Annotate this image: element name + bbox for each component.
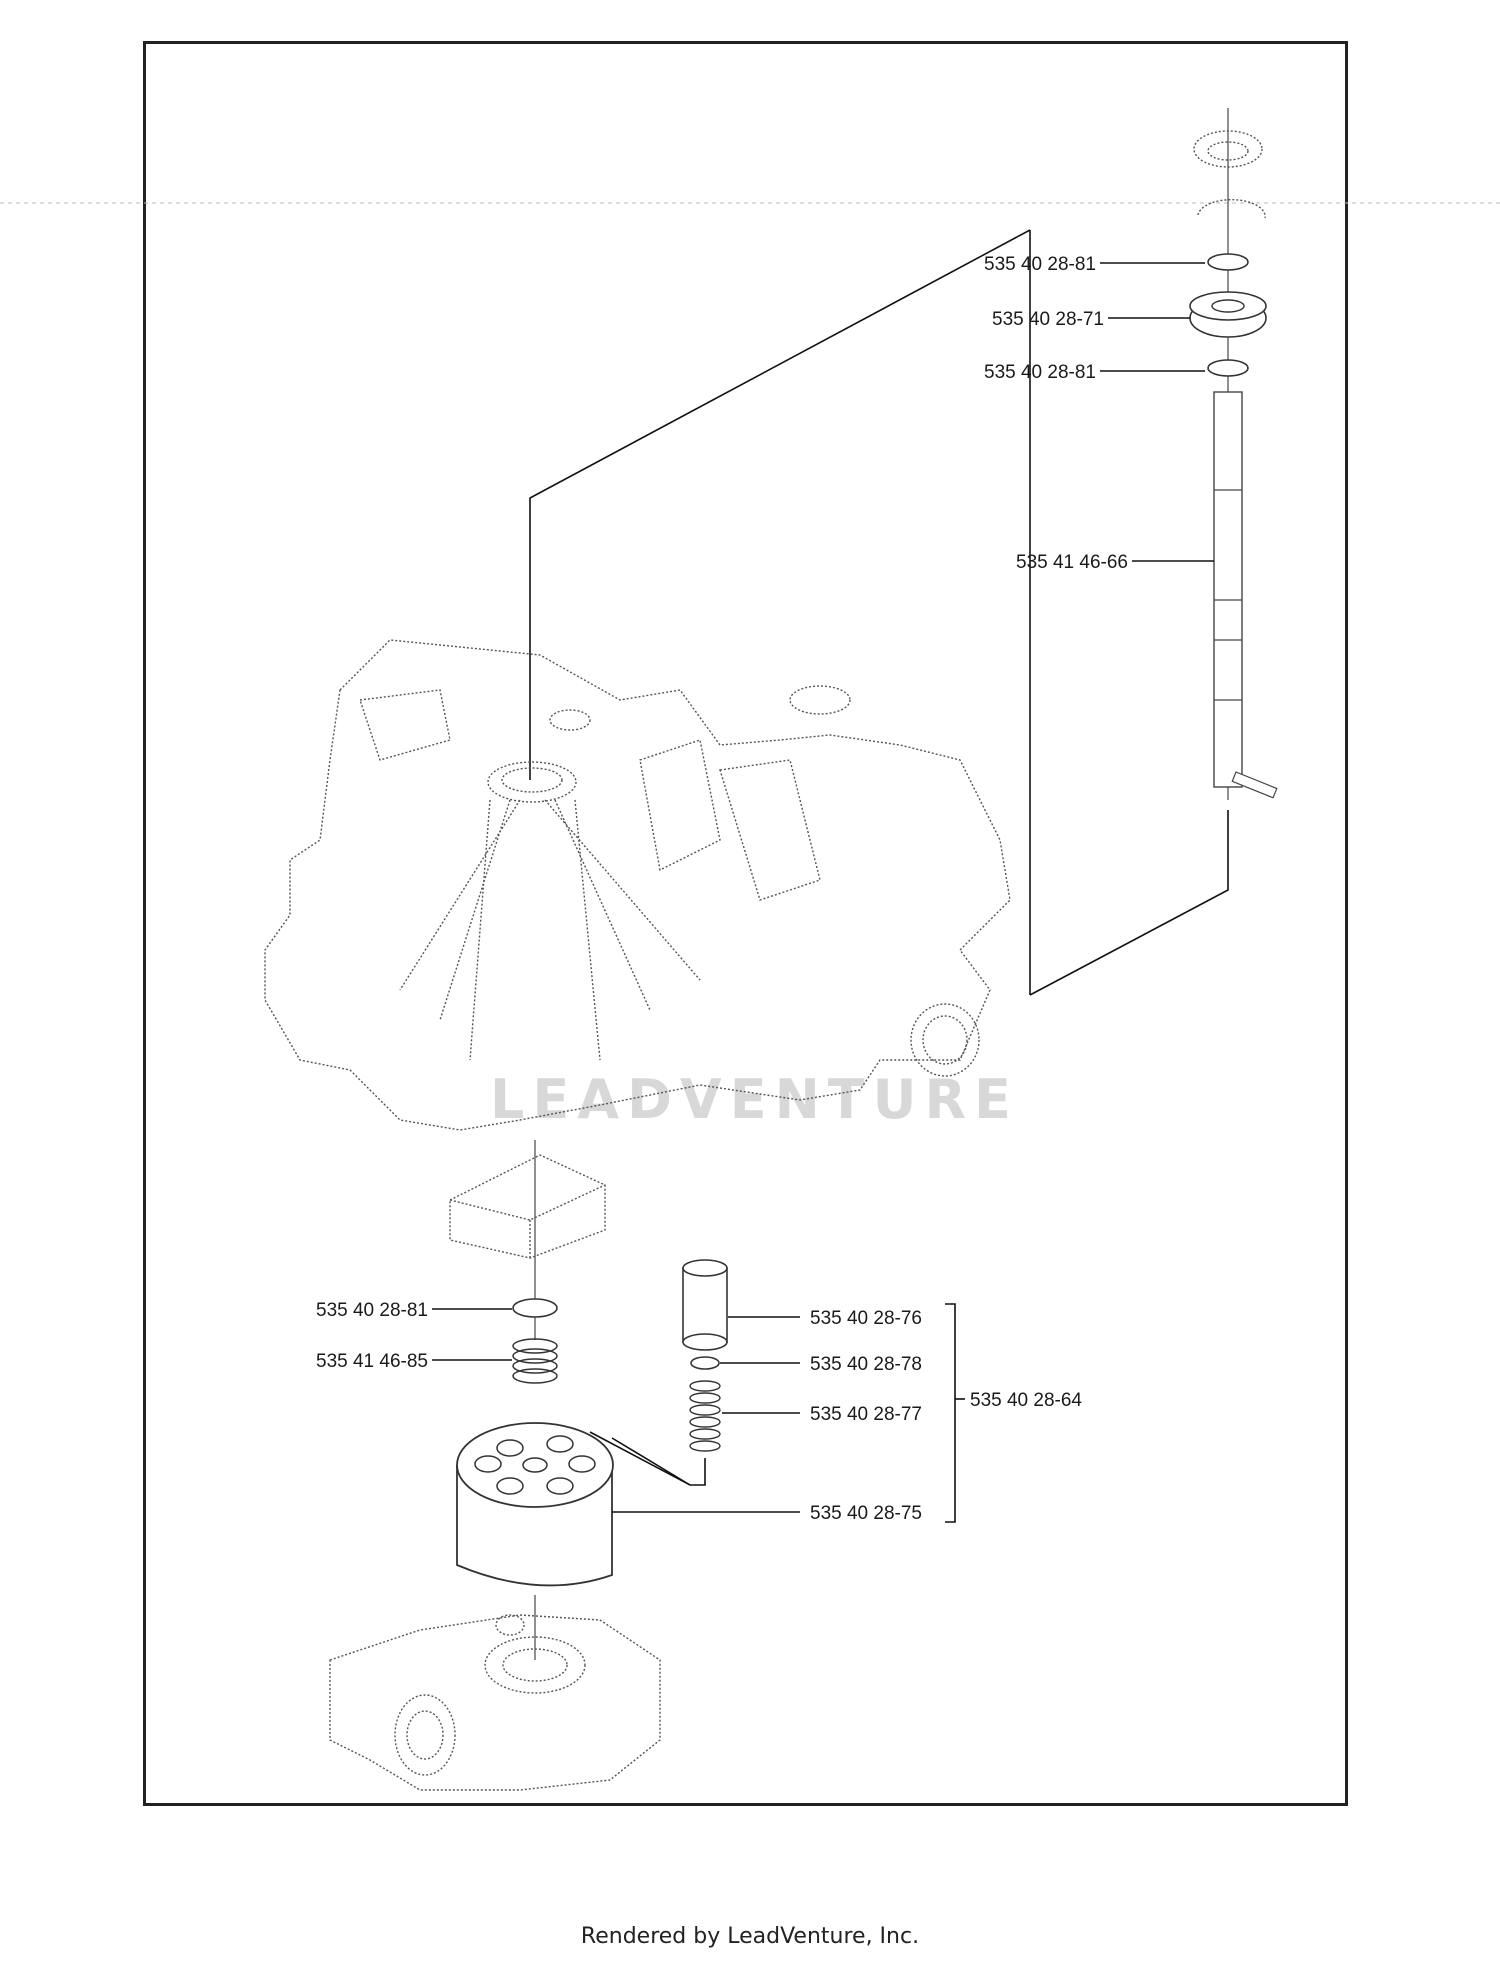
- spring-small-part: [512, 1338, 558, 1384]
- part-label-piston: 535 40 28-76: [810, 1308, 922, 1329]
- part-label-washer: 535 40 28-78: [810, 1354, 922, 1375]
- part-label-cylinder-block: 535 40 28-75: [810, 1503, 922, 1524]
- retainer-ring-part: [1197, 199, 1266, 219]
- part-label-kit: 535 40 28-64: [970, 1390, 1082, 1411]
- part-label-shaft: 535 41 46-66: [1016, 552, 1128, 573]
- part-label-spring: 535 40 28-77: [810, 1404, 922, 1425]
- washer-part: [690, 1356, 720, 1370]
- part-label-snap-ring-top: 535 40 28-81: [984, 254, 1096, 275]
- kit-bracket: [945, 1303, 956, 1523]
- shaft-leader-line: [1029, 810, 1229, 996]
- housing-leader-line: [529, 229, 1031, 780]
- part-label-bearing: 535 40 28-71: [992, 309, 1104, 330]
- piston-part: [682, 1259, 728, 1351]
- snap-ring-bottom-part: [512, 1298, 558, 1318]
- part-label-snap-ring-bottom: 535 40 28-81: [316, 1300, 428, 1321]
- cylinder-block-part: [456, 1422, 614, 1587]
- footer-credit: Rendered by LeadVenture, Inc.: [580, 1924, 920, 1949]
- watermark: LEADVENTURE: [490, 1068, 1019, 1131]
- spring-part: [689, 1380, 721, 1452]
- shaft-part: [1213, 391, 1243, 788]
- swash-block-part: [449, 1154, 606, 1259]
- shaft-assembly: [1189, 108, 1278, 800]
- snap-ring-lower-part: [1207, 359, 1249, 377]
- drawing-frame: [143, 41, 1348, 1806]
- transmission-housing-part: [264, 639, 1011, 1131]
- part-label-snap-ring-lower: 535 40 28-81: [984, 362, 1096, 383]
- snap-ring-top-part: [1207, 253, 1249, 271]
- center-section-part: [329, 1614, 661, 1791]
- part-label-spring-small: 535 41 46-85: [316, 1351, 428, 1372]
